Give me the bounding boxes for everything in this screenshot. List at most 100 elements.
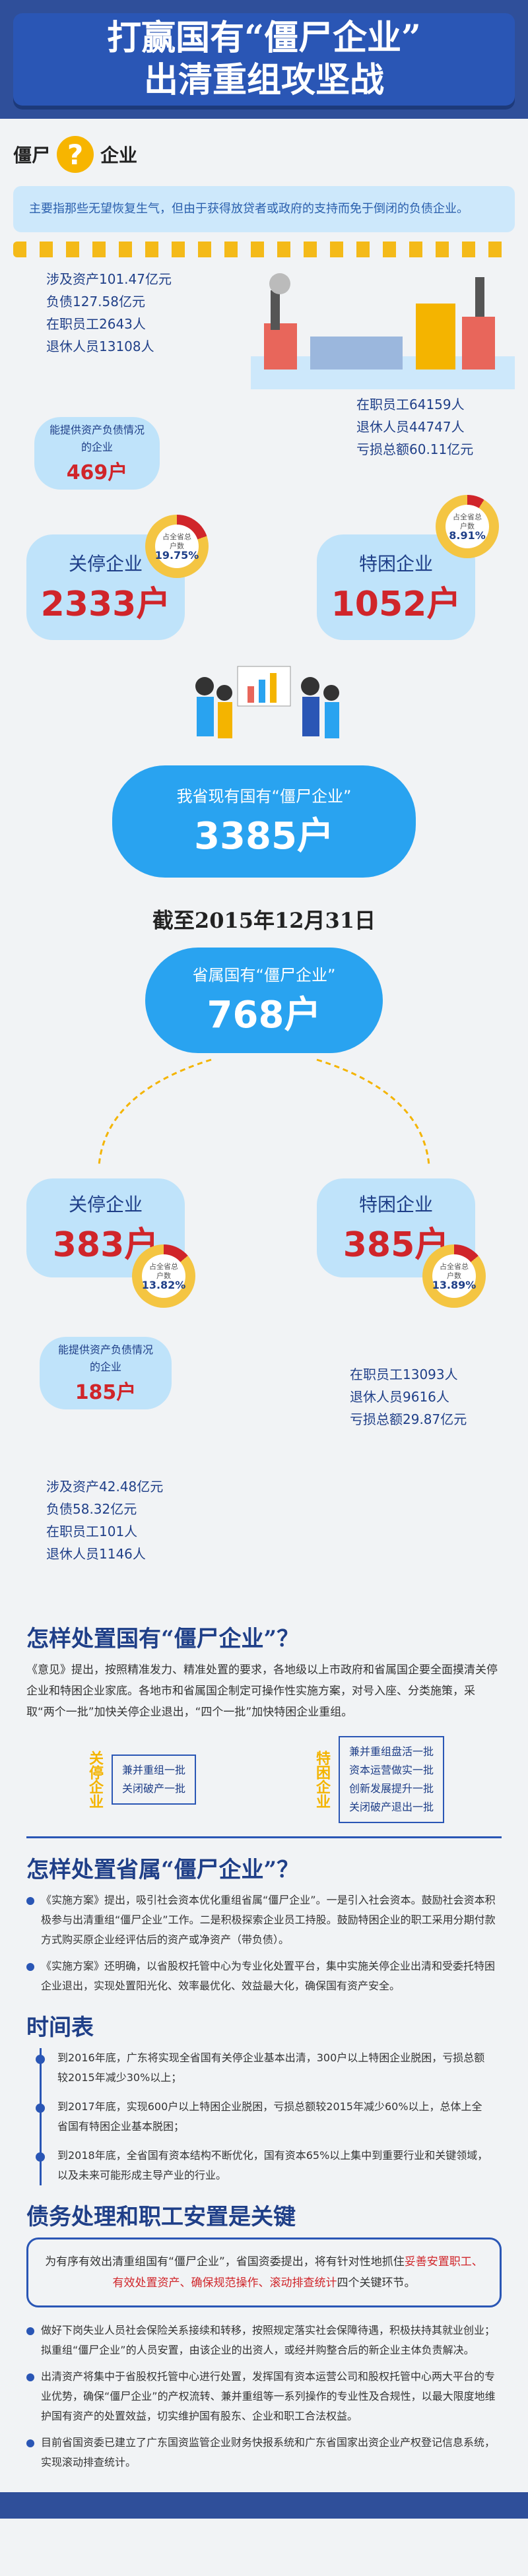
date-heading: 截至2015年12月31日 (152, 908, 376, 933)
method-item: 关闭破产退出一批 (348, 1801, 434, 1813)
timeline-item: 到2017年底，实现600户以上特困企业脱困，亏损总额较2015年减少60%以上… (36, 2097, 488, 2137)
banner-title-line2: 出清重组攻坚战 (143, 60, 384, 100)
provincial-count: 768户 (207, 994, 321, 1037)
donut-pct: 13.89% (432, 1279, 477, 1291)
bullet-text: 目前省国资委已建立了广东国资监管企业财务快报系统和广东省国家出资企业产权登记信息… (41, 2436, 496, 2468)
closed-methods-list: 兼并重组一批 关闭破产一批 (111, 1755, 196, 1805)
debt-box-tail: 四个关键环节。 (337, 2276, 416, 2290)
province-closed-donut: 占全省总户数 19.75% (145, 515, 209, 578)
stat-line: 负债58.32亿元 (46, 1501, 137, 1517)
divider (26, 1836, 502, 1838)
donut-label: 占全省总户数 (453, 513, 482, 531)
debt-label: 能提供资产负债情况的企业 (57, 1343, 153, 1373)
bullet-text: 做好下岗失业人员社会保险关系接续和转移，按照规定落实社会保障待遇，积极扶持其就业… (41, 2324, 496, 2356)
split-arrows (98, 1058, 430, 1166)
stat-line: 退休人员9616人 (350, 1389, 449, 1405)
wave-divider (13, 242, 515, 257)
donut-inner: 占全省总户数 13.82% (142, 1254, 185, 1298)
poor-methods-list: 兼并重组盘活一批 资本运营做实一批 创新发展提升一批 关闭破产退出一批 (338, 1736, 444, 1823)
stat-line: 涉及资产101.47亿元 (46, 271, 172, 287)
method-item: 创新发展提升一批 (348, 1782, 434, 1795)
timeline-heading: 时间表 (26, 2014, 94, 2041)
donut-inner: 占全省总户数 13.89% (432, 1254, 476, 1298)
province-poor-donut: 占全省总户数 8.91% (436, 495, 499, 558)
how-provincial-bullets: 《实施方案》提出，吸引社会资本优化重组省属“僵尸企业”。一是引入社会资本。鼓励社… (26, 1890, 502, 1996)
provincial-poor-stats: 在职员工13093人 退休人员9616人 亏损总额29.87亿元 (350, 1363, 467, 1431)
provincial-stats: 省属国有“僵尸企业” 768户 关停企业 383户 占全省总户数 13.82% … (0, 948, 528, 1607)
banner-title-line1: 打赢国有“僵尸企业” (107, 18, 421, 58)
definition-word-right: 企业 (100, 145, 138, 166)
closed-methods: 关停企业 兼并重组一批 关闭破产一批 (84, 1736, 196, 1823)
donut-inner: 占全省总户数 8.91% (446, 505, 489, 548)
definition-box: 主要指那些无望恢复生气，但由于获得放贷者或政府的支持而免于倒闭的负债企业。 (13, 186, 515, 232)
provincial-pill: 省属国有“僵尸企业” 768户 (145, 948, 383, 1053)
stat-line: 亏损总额29.87亿元 (350, 1411, 467, 1427)
stat-line: 在职员工101人 (46, 1524, 138, 1539)
poor-methods-tag: 特困企业 (313, 1751, 330, 1809)
stat-line: 在职员工64159人 (356, 397, 465, 412)
timeline: 到2016年底，广东将实现全省国有关停企业基本出清，300户以上特困企业脱困，亏… (36, 2048, 488, 2185)
how-provincial-heading: 怎样处置省属“僵尸企业”？ (26, 1857, 300, 1883)
timeline-item: 到2018年底，全省国有资本结构不断优化，国有资本65%以上集中到重要行业和关键… (36, 2146, 488, 2185)
timeline-item: 到2016年底，广东将实现全省国有关停企业基本出清，300户以上特困企业脱困，亏… (36, 2048, 488, 2088)
factory-illustration (251, 273, 515, 389)
donut-label: 占全省总户数 (149, 1262, 178, 1280)
donut-label: 占全省总户数 (440, 1262, 469, 1280)
question-icon: ? (57, 136, 94, 173)
poor-label: 特困企业 (358, 1193, 433, 1215)
banner: 打赢国有“僵尸企业” 出清重组攻坚战 (0, 0, 528, 119)
bullet-dot-icon (26, 2327, 34, 2335)
bullet-item: 目前省国资委已建立了广东国资监管企业财务快报系统和广东省国家出资企业产权登记信息… (26, 2433, 502, 2472)
donut-pct: 13.82% (141, 1279, 186, 1291)
closed-label: 关停企业 (68, 1193, 143, 1215)
definition-word-left: 僵尸 (13, 145, 51, 166)
debt-bullets: 做好下岗失业人员社会保险关系接续和转移，按照规定落实社会保障待遇，积极扶持其就业… (26, 2321, 502, 2472)
stat-line: 涉及资产42.48亿元 (46, 1479, 164, 1495)
provincial-debt-bubble: 能提供资产负债情况的企业 185户 (40, 1337, 172, 1409)
bullet-text: 出清资产将集中于省股权托管中心进行处置，发挥国有资本运营公司和股权托管中心两大平… (41, 2370, 496, 2422)
stat-line: 负债127.58亿元 (46, 294, 145, 309)
method-item: 资本运营做实一批 (348, 1764, 434, 1776)
debt-highlight-box: 为有序有效出清重组国有“僵尸企业”，省国资委提出，将有针对性地抓住妥善安置职工、… (26, 2238, 502, 2307)
banner-inner: 打赢国有“僵尸企业” 出清重组攻坚战 (13, 13, 515, 106)
bullet-item: 《实施方案》还明确，以省股权托管中心为专业化处置平台，集中实施关停企业出清和受委… (26, 1956, 502, 1996)
stat-line: 在职员工2643人 (46, 316, 146, 332)
debt-box-red: 妥善安置职工、有效处置资产、确保规范操作、滚动排查统计 (112, 2255, 483, 2290)
people-illustration (195, 666, 339, 738)
provincial-poor-donut: 占全省总户数 13.89% (422, 1244, 486, 1308)
bullet-text: 《实施方案》提出，吸引社会资本优化重组省属“僵尸企业”。一是引入社会资本。鼓励社… (41, 1894, 496, 1946)
poor-methods: 特困企业 兼并重组盘活一批 资本运营做实一批 创新发展提升一批 关闭破产退出一批 (311, 1736, 444, 1823)
bullet-dot-icon (26, 1897, 34, 1905)
debt-box-text: 为有序有效出清重组国有“僵尸企业”，省国资委提出，将有针对性地抓住 (45, 2255, 405, 2269)
bullet-item: 做好下岗失业人员社会保险关系接续和转移，按照规定落实社会保障待遇，积极扶持其就业… (26, 2321, 502, 2360)
province-closed-stats: 涉及资产101.47亿元 负债127.58亿元 在职员工2643人 退休人员13… (46, 268, 172, 358)
provincial-closed-donut: 占全省总户数 13.82% (132, 1244, 195, 1308)
method-item: 兼并重组一批 (121, 1764, 185, 1776)
bullet-dot-icon (26, 2373, 34, 2381)
total-label: 我省现有国有“僵尸企业” (176, 787, 352, 806)
debt-count: 469户 (66, 461, 128, 484)
debt-label: 能提供资产负债情况的企业 (49, 424, 145, 453)
how-state-heading: 怎样处置国有“僵尸企业”？ (26, 1626, 300, 1652)
bullet-item: 《实施方案》提出，吸引社会资本优化重组省属“僵尸企业”。一是引入社会资本。鼓励社… (26, 1890, 502, 1950)
definition-section: 僵尸 ? 企业 (0, 119, 528, 179)
bullet-text: 《实施方案》还明确，以省股权托管中心为专业化处置平台，集中实施关停企业出清和受委… (41, 1960, 496, 1992)
footer-band (0, 2492, 528, 2519)
closed-methods-tag: 关停企业 (86, 1751, 103, 1809)
provincial-label: 省属国有“僵尸企业” (192, 966, 336, 984)
page: 打赢国有“僵尸企业” 出清重组攻坚战 僵尸 ? 企业 主要指那些无望恢复生气，但… (0, 0, 528, 2519)
provincial-closed-stats: 涉及资产42.48亿元 负债58.32亿元 在职员工101人 退休人员1146人 (46, 1475, 163, 1565)
stat-line: 退休人员1146人 (46, 1546, 146, 1562)
donut-pct: 8.91% (449, 529, 486, 542)
how-state-text: 《意见》提出，按照精准发力、精准处置的要求，各地级以上市政府和省属国企要全面摸清… (26, 1663, 498, 1719)
total-count: 3385户 (194, 815, 334, 858)
stat-line: 亏损总额60.11亿元 (356, 441, 474, 457)
debt-heading: 债务处理和职工安置是关键 (26, 2204, 296, 2230)
methods-row: 关停企业 兼并重组一批 关闭破产一批 特困企业 兼并重组盘活一批 资本运营做实一… (26, 1736, 502, 1823)
bullet-dot-icon (26, 1963, 34, 1971)
method-item: 关闭破产一批 (121, 1782, 185, 1795)
definition-label: 僵尸 ? 企业 (13, 136, 515, 173)
bullet-dot-icon (26, 2439, 34, 2447)
province-debt-bubble: 能提供资产负债情况的企业 469户 (34, 417, 160, 490)
donut-label: 占全省总户数 (162, 532, 191, 550)
